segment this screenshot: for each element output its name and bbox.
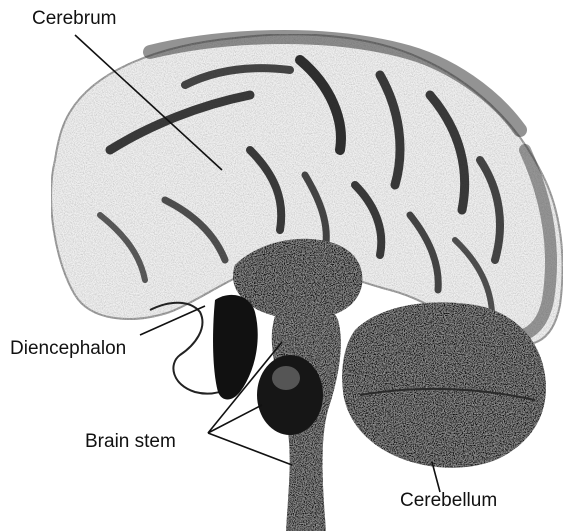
cerebrum-label: Cerebrum [32,9,116,28]
brainstem-leader-line-3 [208,433,292,465]
diencephalon-label: Diencephalon [10,339,126,358]
cerebellum-label: Cerebellum [400,491,497,510]
brainstem-leader-line-2 [208,405,262,433]
brain-stem-label: Brain stem [85,432,176,451]
pons-highlight [272,366,300,390]
pituitary-lobe [213,295,258,400]
cerebellum-shape [342,302,546,467]
